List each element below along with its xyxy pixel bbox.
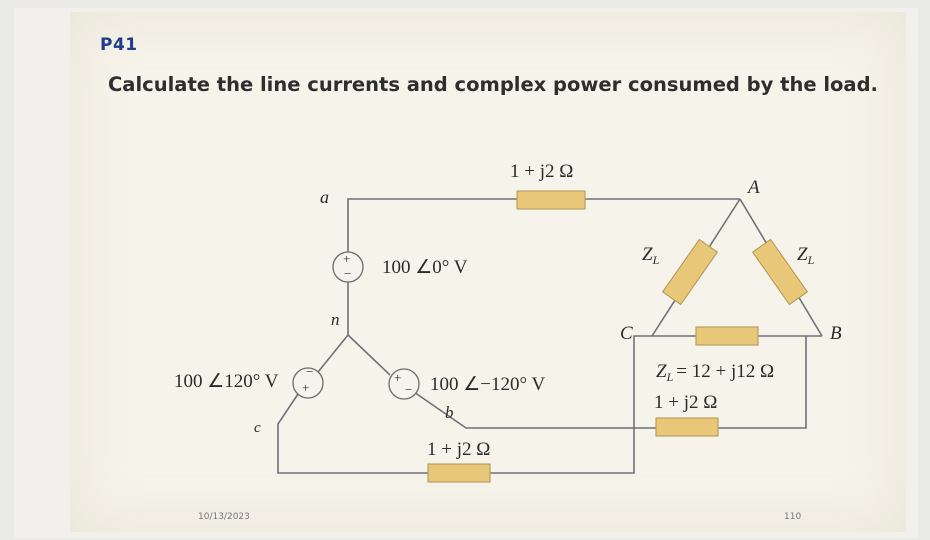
- load-impedance-ca: [661, 238, 719, 306]
- voltage-source-a: + −: [332, 251, 364, 283]
- plus-sign: +: [302, 380, 309, 395]
- line-impedance-mid: [655, 417, 719, 437]
- line-impedance-mid-label: 1 + j2 Ω: [654, 392, 717, 413]
- node-b-label: b: [445, 403, 454, 422]
- plus-sign: +: [343, 251, 350, 266]
- source-c-label: 100 ∠120° V: [174, 371, 279, 392]
- load-value-label: ZL= 12 + j12 Ω: [656, 361, 774, 384]
- node-c-label: c: [254, 420, 261, 436]
- minus-sign: −: [405, 382, 412, 397]
- footer-page-number: 110: [784, 512, 802, 522]
- wire-line-b: [413, 336, 807, 429]
- line-impedance-bottom-label: 1 + j2 Ω: [427, 439, 490, 460]
- line-impedance-bottom: [427, 463, 491, 483]
- voltage-source-b: + −: [388, 368, 420, 400]
- node-A-label: A: [746, 177, 760, 198]
- load-impedance-cb: [695, 326, 759, 346]
- minus-sign: −: [344, 266, 351, 281]
- load-label-left: ZL: [642, 244, 660, 267]
- problem-statement: Calculate the line currents and complex …: [108, 73, 878, 96]
- line-impedance-top: [516, 190, 586, 210]
- line-impedance-top-label: 1 + j2 Ω: [510, 161, 573, 182]
- wire-line-a: [347, 198, 740, 262]
- source-b-label: 100 ∠−120° V: [430, 374, 546, 395]
- wire-neutral-b: [347, 334, 391, 376]
- problem-number: P41: [100, 35, 138, 55]
- voltage-source-c: − +: [292, 364, 324, 399]
- source-a-label: 100 ∠0° V: [382, 257, 468, 278]
- minus-sign: −: [306, 364, 313, 379]
- load-label-right: ZL: [797, 244, 815, 267]
- load-impedance-ab: [751, 238, 809, 306]
- footer-date: 10/13/2023: [198, 512, 250, 522]
- node-a-label: a: [320, 187, 329, 207]
- wire-neutral-c: [317, 334, 349, 373]
- plus-sign: +: [394, 370, 401, 385]
- node-B-label: B: [830, 323, 842, 344]
- node-C-label: C: [620, 323, 633, 344]
- node-n-label: n: [331, 310, 340, 329]
